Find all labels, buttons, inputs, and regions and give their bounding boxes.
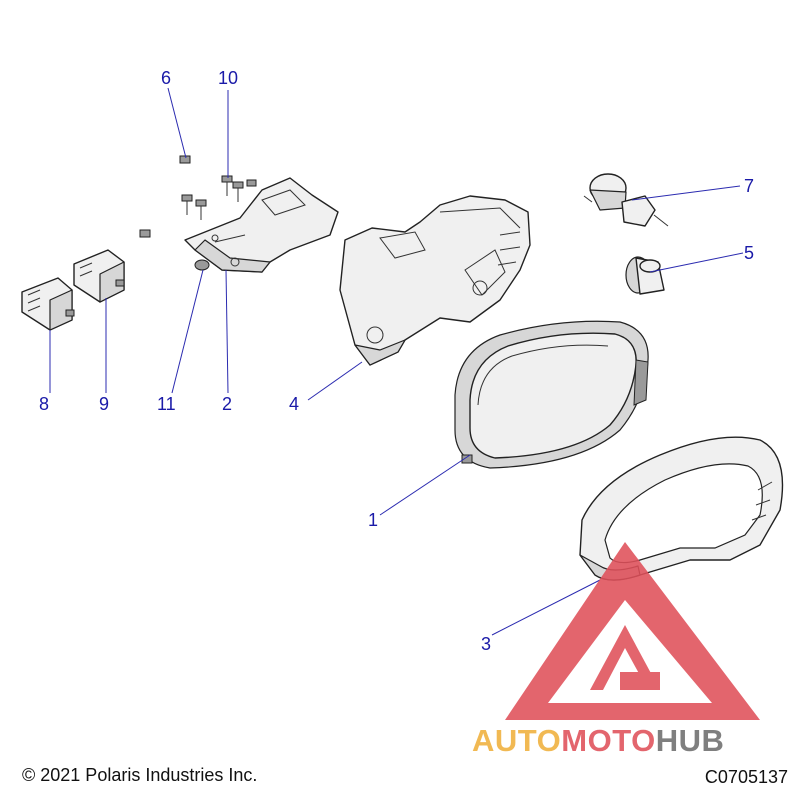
callout-11: 11 xyxy=(157,394,176,414)
callout-3: 3 xyxy=(481,634,491,654)
part-4-rear-housing xyxy=(339,195,531,366)
part-7-connector xyxy=(583,173,669,227)
part-8-switch xyxy=(21,277,75,331)
part-11-nut xyxy=(194,259,210,271)
part-1-instrument-cluster xyxy=(454,320,649,469)
part-10-bolts xyxy=(181,175,244,220)
watermark-triangle-icon xyxy=(505,542,760,720)
callout-2: 2 xyxy=(222,394,232,414)
svg-text:AUTOMOTOHUB: AUTOMOTOHUB xyxy=(472,723,724,758)
part-3-front-bezel xyxy=(579,436,784,581)
callout-8: 8 xyxy=(39,394,49,414)
copyright-notice: © 2021 Polaris Industries Inc. xyxy=(22,765,258,785)
watermark-hub: HUB xyxy=(656,723,725,758)
part-9-switch xyxy=(73,249,125,303)
callout-labels: 6 10 7 5 8 9 11 2 4 1 3 xyxy=(39,68,754,654)
drawing-code: C0705137 xyxy=(704,767,788,787)
callout-7: 7 xyxy=(744,176,754,196)
callout-10: 10 xyxy=(218,68,238,88)
watermark-moto: MOTO xyxy=(561,723,655,758)
callout-9: 9 xyxy=(99,394,109,414)
callout-5: 5 xyxy=(744,243,754,263)
watermark-auto: AUTO xyxy=(472,723,561,758)
part-6-screw xyxy=(139,155,257,238)
callout-1: 1 xyxy=(368,510,378,530)
watermark-g-icon xyxy=(590,625,660,690)
callout-6: 6 xyxy=(161,68,171,88)
part-5-socket xyxy=(625,256,665,295)
leader-lines xyxy=(49,87,744,636)
part-2-bracket xyxy=(184,177,339,273)
watermark-logo: AUTOMOTOHUB xyxy=(472,542,760,758)
callout-4: 4 xyxy=(289,394,299,414)
